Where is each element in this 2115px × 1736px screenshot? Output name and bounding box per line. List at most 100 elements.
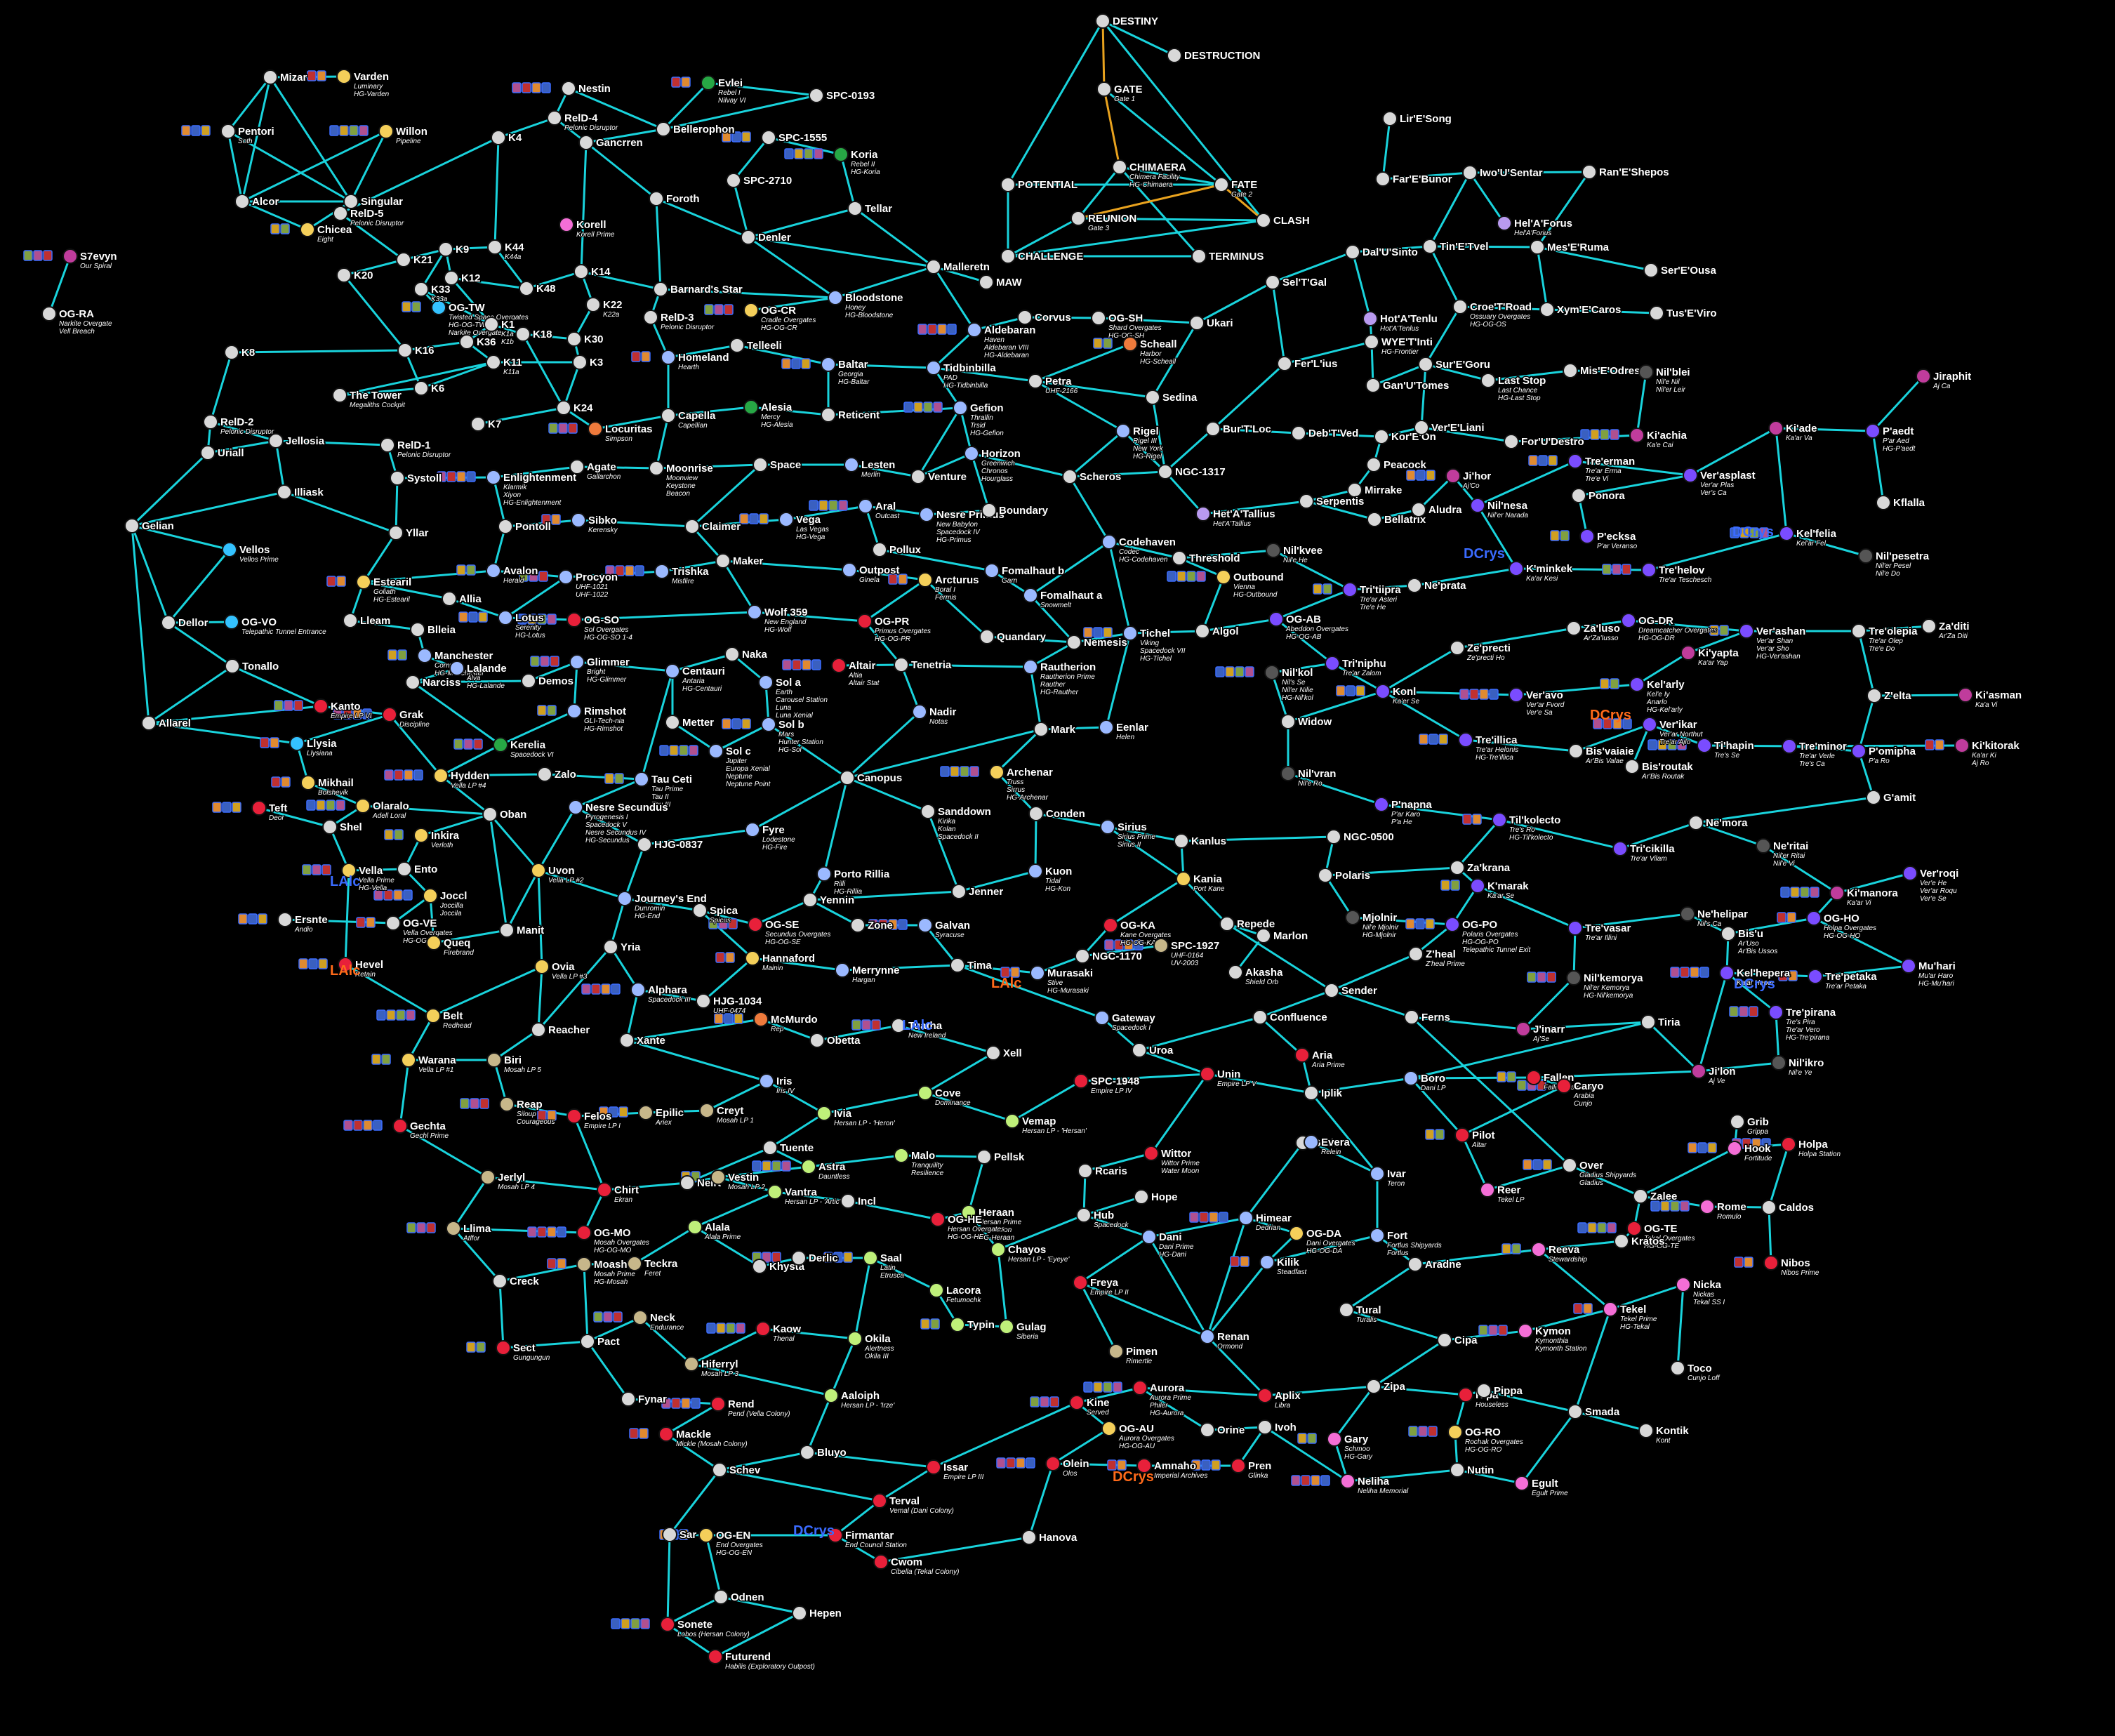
system-node[interactable] xyxy=(1101,1421,1117,1436)
star-system[interactable]: Uriall xyxy=(200,445,245,460)
system-node[interactable] xyxy=(699,1103,715,1118)
star-system[interactable]: Zalee xyxy=(1633,1188,1678,1204)
system-node[interactable] xyxy=(1556,1078,1572,1094)
system-node[interactable] xyxy=(392,1118,408,1134)
system-node[interactable] xyxy=(124,518,140,534)
system-node[interactable] xyxy=(791,1250,807,1266)
system-node[interactable] xyxy=(1851,623,1867,639)
system-node[interactable] xyxy=(1339,1302,1354,1318)
system-node[interactable] xyxy=(487,239,503,255)
star-system[interactable]: Gancrren xyxy=(578,135,644,150)
star-system[interactable]: MAW xyxy=(979,274,1023,290)
system-node[interactable] xyxy=(1134,1189,1149,1205)
star-system[interactable]: Zone xyxy=(850,917,894,933)
system-node[interactable] xyxy=(1829,885,1845,901)
system-node[interactable] xyxy=(1294,1047,1310,1063)
system-node[interactable] xyxy=(1382,111,1398,126)
system-node[interactable] xyxy=(951,884,967,899)
system-node[interactable] xyxy=(1000,177,1016,192)
system-node[interactable] xyxy=(894,657,909,672)
star-system[interactable]: Illiask xyxy=(277,484,325,500)
system-node[interactable] xyxy=(225,658,240,674)
system-node[interactable] xyxy=(380,437,395,453)
system-node[interactable] xyxy=(405,675,420,690)
system-node[interactable] xyxy=(1145,390,1160,405)
system-node[interactable] xyxy=(950,958,965,973)
system-node[interactable] xyxy=(1727,1141,1742,1156)
star-system[interactable]: Boundary xyxy=(981,503,1049,518)
system-node[interactable] xyxy=(1808,969,1823,984)
system-node[interactable] xyxy=(910,469,926,484)
system-node[interactable] xyxy=(621,1391,636,1407)
system-node[interactable] xyxy=(752,457,768,472)
system-node[interactable] xyxy=(778,512,794,527)
system-node[interactable] xyxy=(961,1205,976,1220)
system-node[interactable] xyxy=(1642,717,1657,732)
system-node[interactable] xyxy=(486,1052,502,1068)
star-system[interactable]: Malleretn xyxy=(926,259,990,274)
system-node[interactable] xyxy=(499,1096,515,1112)
system-node[interactable] xyxy=(355,798,371,814)
system-node[interactable] xyxy=(397,861,412,877)
system-node[interactable] xyxy=(986,1045,1001,1061)
system-node[interactable] xyxy=(521,673,536,689)
star-system[interactable]: Narciss xyxy=(405,675,462,690)
star-system[interactable]: Gelian xyxy=(124,518,175,534)
system-node[interactable] xyxy=(1612,841,1628,856)
system-node[interactable] xyxy=(809,1033,825,1048)
system-node[interactable] xyxy=(486,355,501,370)
system-node[interactable] xyxy=(1200,1066,1215,1082)
star-system[interactable]: K36 xyxy=(459,334,497,350)
system-node[interactable] xyxy=(1075,948,1090,964)
system-node[interactable] xyxy=(493,737,508,753)
system-node[interactable] xyxy=(1191,249,1207,264)
system-node[interactable] xyxy=(687,1219,703,1235)
system-node[interactable] xyxy=(1458,1387,1473,1403)
star-system[interactable]: Sur'E'Goru xyxy=(1418,357,1491,372)
system-node[interactable] xyxy=(1567,920,1583,936)
system-node[interactable] xyxy=(1264,665,1280,680)
system-node[interactable] xyxy=(665,663,680,679)
system-node[interactable] xyxy=(729,338,745,353)
